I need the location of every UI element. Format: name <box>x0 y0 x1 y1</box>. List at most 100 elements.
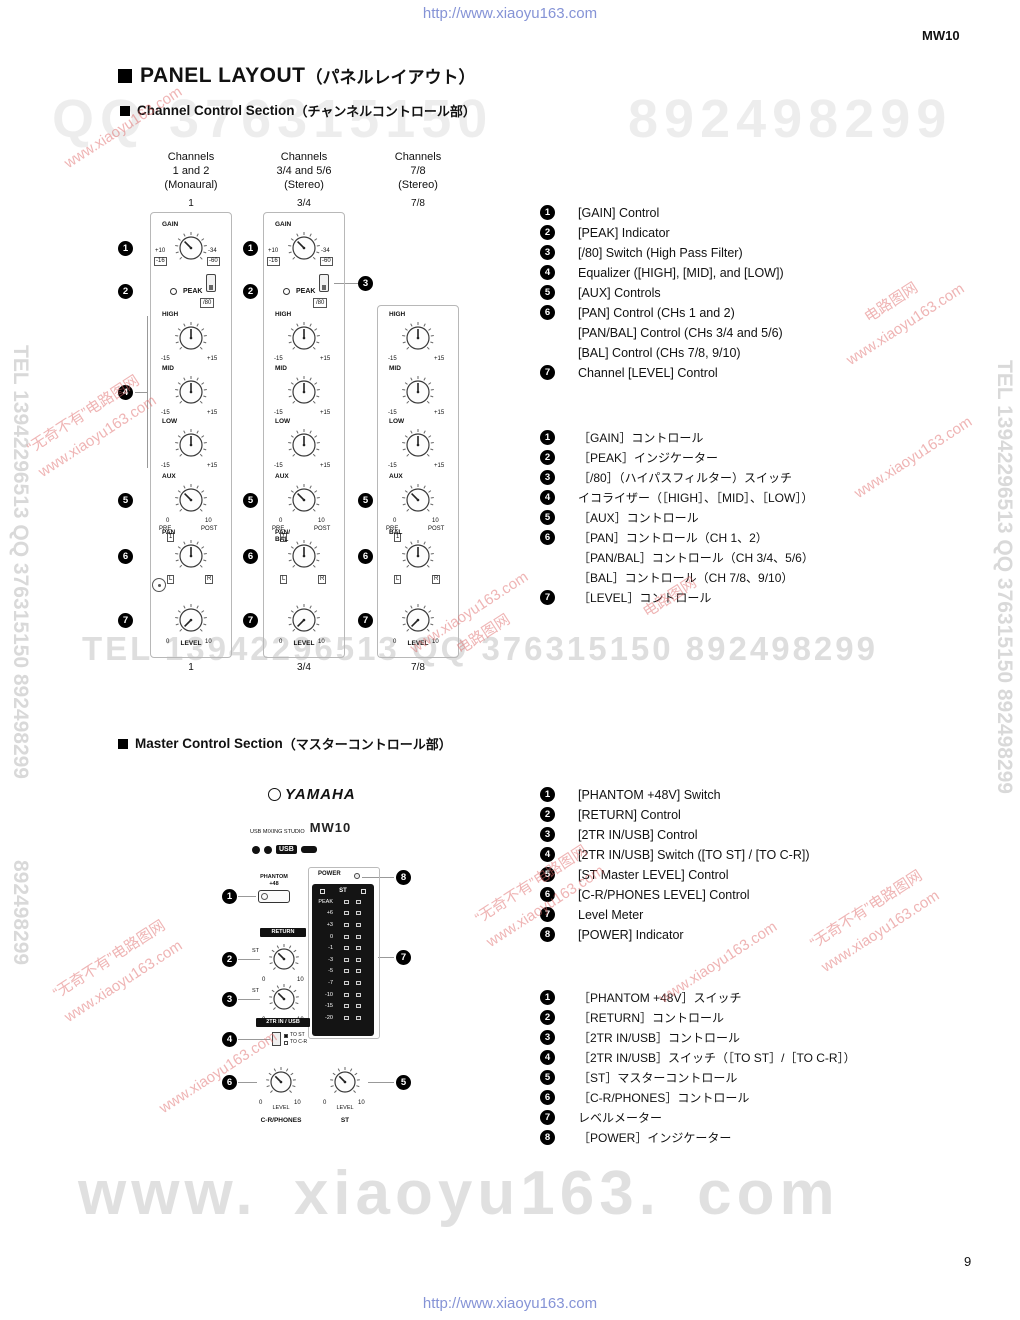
st-label: ST <box>252 948 260 954</box>
scale-label: -60 <box>207 257 220 266</box>
mid-knob: MID-15+15 <box>388 365 448 432</box>
list-item: 1 ［GAIN］コントロール <box>540 428 985 448</box>
column-number-bottom: 1 <box>188 662 194 673</box>
scale-label: 1 <box>167 533 175 542</box>
knob-title: LOW <box>275 418 291 425</box>
high-knob: HIGH-15+15 <box>388 311 448 378</box>
rca-jack-icon <box>252 845 260 854</box>
list-item: 5［AUX］コントロール <box>540 508 985 528</box>
meter-scale-label: -15 <box>325 1003 333 1010</box>
list-item-text: ［PEAK］インジケーター <box>578 448 718 468</box>
knob-title: HIGH <box>162 311 179 318</box>
list-item-text: ［AUX］コントロール <box>578 508 699 528</box>
callout-2: 2 <box>243 284 258 299</box>
callout-line <box>238 896 256 897</box>
list-item-text: ［GAIN］コントロール <box>578 428 703 448</box>
callout-badge: 2 <box>540 807 555 822</box>
scale-label: +15 <box>434 356 445 362</box>
knob-title: GAIN <box>275 221 292 228</box>
list-line: [BAL] Control (CHs 7/8, 9/10) <box>578 346 741 360</box>
list-line: [AUX] Controls <box>578 286 661 300</box>
master-section-title-en: Master Control Section <box>135 736 283 751</box>
peak-indicator: PEAK <box>161 286 221 300</box>
list-line: [2TR IN/USB] Control <box>578 828 698 842</box>
callout-badge: 2 <box>540 225 555 240</box>
callout-3: 3 <box>358 276 373 291</box>
return-label: RETURN <box>260 928 306 937</box>
knob-title: GAIN <box>162 221 179 228</box>
callout-badge: 3 <box>540 827 555 842</box>
list-item: 1[PHANTOM +48V] Switch <box>540 785 985 805</box>
meter-led <box>356 1015 361 1020</box>
meter-led <box>356 1004 361 1009</box>
scale-label: -15 <box>161 356 170 362</box>
high-knob: HIGH-15+15 <box>161 311 221 378</box>
meter-led <box>344 1004 349 1009</box>
callout-badge: 1 <box>540 430 555 445</box>
list-item-text: [PEAK] Indicator <box>578 223 670 243</box>
scale-label: 10 <box>205 518 212 524</box>
callout-badge: 2 <box>540 1010 555 1025</box>
gain-knob: GAIN+10-34-16-60 <box>267 221 334 288</box>
list-item: 6［C-R/PHONES］コントロール <box>540 1088 985 1108</box>
list-item: 5[ST Master LEVEL] Control <box>540 865 985 885</box>
list-line: [PAN/BAL] Control (CHs 3/4 and 5/6) <box>578 326 783 340</box>
scale-label: 1 <box>280 533 288 542</box>
scale-label: POST <box>314 526 331 532</box>
marker-square <box>284 1040 288 1045</box>
meter-led <box>356 969 361 974</box>
callout-line <box>147 316 148 468</box>
low-knob: LOW-15+15 <box>388 418 448 485</box>
watermark-url-bottom: http://www.xiaoyu163.com <box>422 1295 598 1312</box>
callout-7: 7 <box>396 950 411 965</box>
peak-led <box>170 288 177 295</box>
callout-badge: 7 <box>540 365 555 380</box>
meter-row: +6 <box>315 908 371 920</box>
list-line: [GAIN] Control <box>578 206 660 220</box>
header-line: (Stereo) <box>284 179 324 191</box>
list-item-text: [ST Master LEVEL] Control <box>578 865 729 885</box>
callout-7: 7 <box>358 613 373 628</box>
scale-label: +15 <box>434 463 445 469</box>
level-label: LEVEL <box>293 640 315 647</box>
meter-led <box>356 899 361 904</box>
list-item-text: [GAIN] Control <box>578 203 659 223</box>
scale-label: -15 <box>388 410 397 416</box>
callout-badge: 4 <box>540 490 555 505</box>
list-line: ［2TR IN/USB］コントロール <box>578 1031 741 1045</box>
meter-led <box>356 911 361 916</box>
meter-scale-label: -3 <box>328 956 333 963</box>
list-item-text: [2TR IN/USB] Switch ([TO ST] / [TO C-R]) <box>578 845 810 865</box>
knob-title: PAN <box>162 529 176 536</box>
list-item: 8[POWER] Indicator <box>540 925 985 945</box>
scale-label: +10 <box>155 248 166 254</box>
scale-label: -34 <box>321 248 330 254</box>
list-item-text: [PHANTOM +48V] Switch <box>578 785 721 805</box>
list-line: ［ST］マスターコントロール <box>578 1071 738 1085</box>
callout-badge: 8 <box>540 1130 555 1145</box>
callout-badge: 1 <box>540 205 555 220</box>
master-control-diagram: YAMAHA USB MIXING STUDIO MW10 USB PHANTO… <box>250 786 380 1124</box>
callout-1: 1 <box>118 241 133 256</box>
scale-label: +15 <box>320 463 331 469</box>
scale-label: PRE <box>159 526 172 532</box>
meter-led <box>356 992 361 997</box>
callout-badge: 6 <box>540 305 555 320</box>
high-knob: HIGH-15+15 <box>274 311 334 378</box>
callout-badge: 6 <box>540 1090 555 1105</box>
switch-dot <box>261 893 268 900</box>
peak-indicator: PEAK <box>274 286 334 300</box>
yamaha-tuningfork-icon <box>268 788 281 801</box>
meter-scale-label: +6 <box>326 910 333 917</box>
to-st-label: TO ST <box>290 1032 305 1038</box>
